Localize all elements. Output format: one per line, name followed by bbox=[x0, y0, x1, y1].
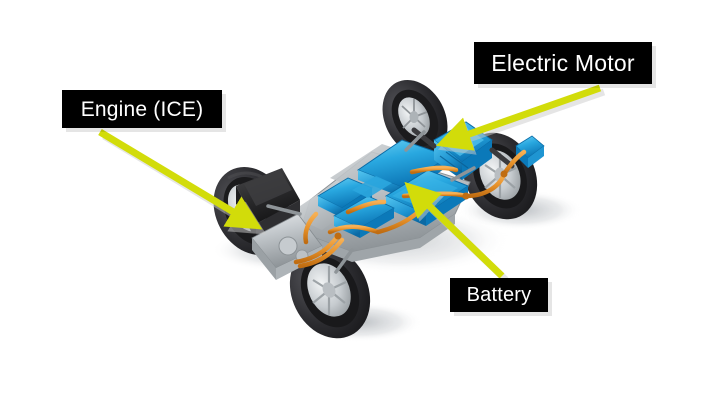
callout-label-engine[interactable]: Engine (ICE) bbox=[62, 90, 226, 132]
suspension-links bbox=[266, 130, 476, 274]
wheel-front-right bbox=[382, 79, 448, 157]
callout-label-battery-text: Battery bbox=[466, 284, 532, 306]
callout-label-battery[interactable]: Battery bbox=[450, 278, 552, 316]
callout-label-electric-motor-text: Electric Motor bbox=[491, 49, 635, 76]
callout-label-engine-text: Engine (ICE) bbox=[80, 97, 204, 121]
wheel-rear-left bbox=[289, 245, 371, 339]
callout-label-electric-motor[interactable]: Electric Motor bbox=[474, 42, 656, 88]
